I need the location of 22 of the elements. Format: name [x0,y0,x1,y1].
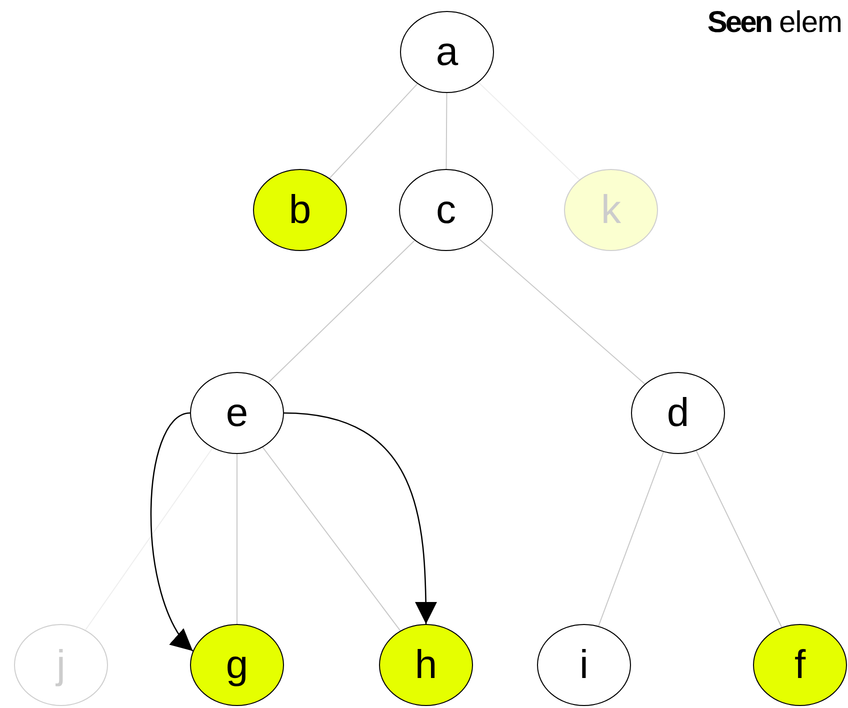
arrow [150,412,194,652]
node-label: g [226,645,248,685]
connector-line [598,452,664,626]
connector-line [268,240,416,383]
node-label: i [580,645,588,685]
connector-line [262,446,401,632]
node-label: a [436,32,458,72]
note-text: Seen elem [707,6,842,40]
arrow [284,412,437,624]
connector-line [478,82,580,180]
connector-line [446,92,448,170]
node-label: b [288,190,312,230]
connector-line [329,83,418,179]
connector-line [84,448,214,630]
node-label: h [414,645,438,685]
connector-line [696,450,782,628]
node-label: d [666,393,690,433]
node-label: f [794,645,806,685]
connector-line [478,238,646,384]
connector-line [236,454,238,624]
node-label: e [226,393,248,433]
node-label: c [436,190,456,230]
